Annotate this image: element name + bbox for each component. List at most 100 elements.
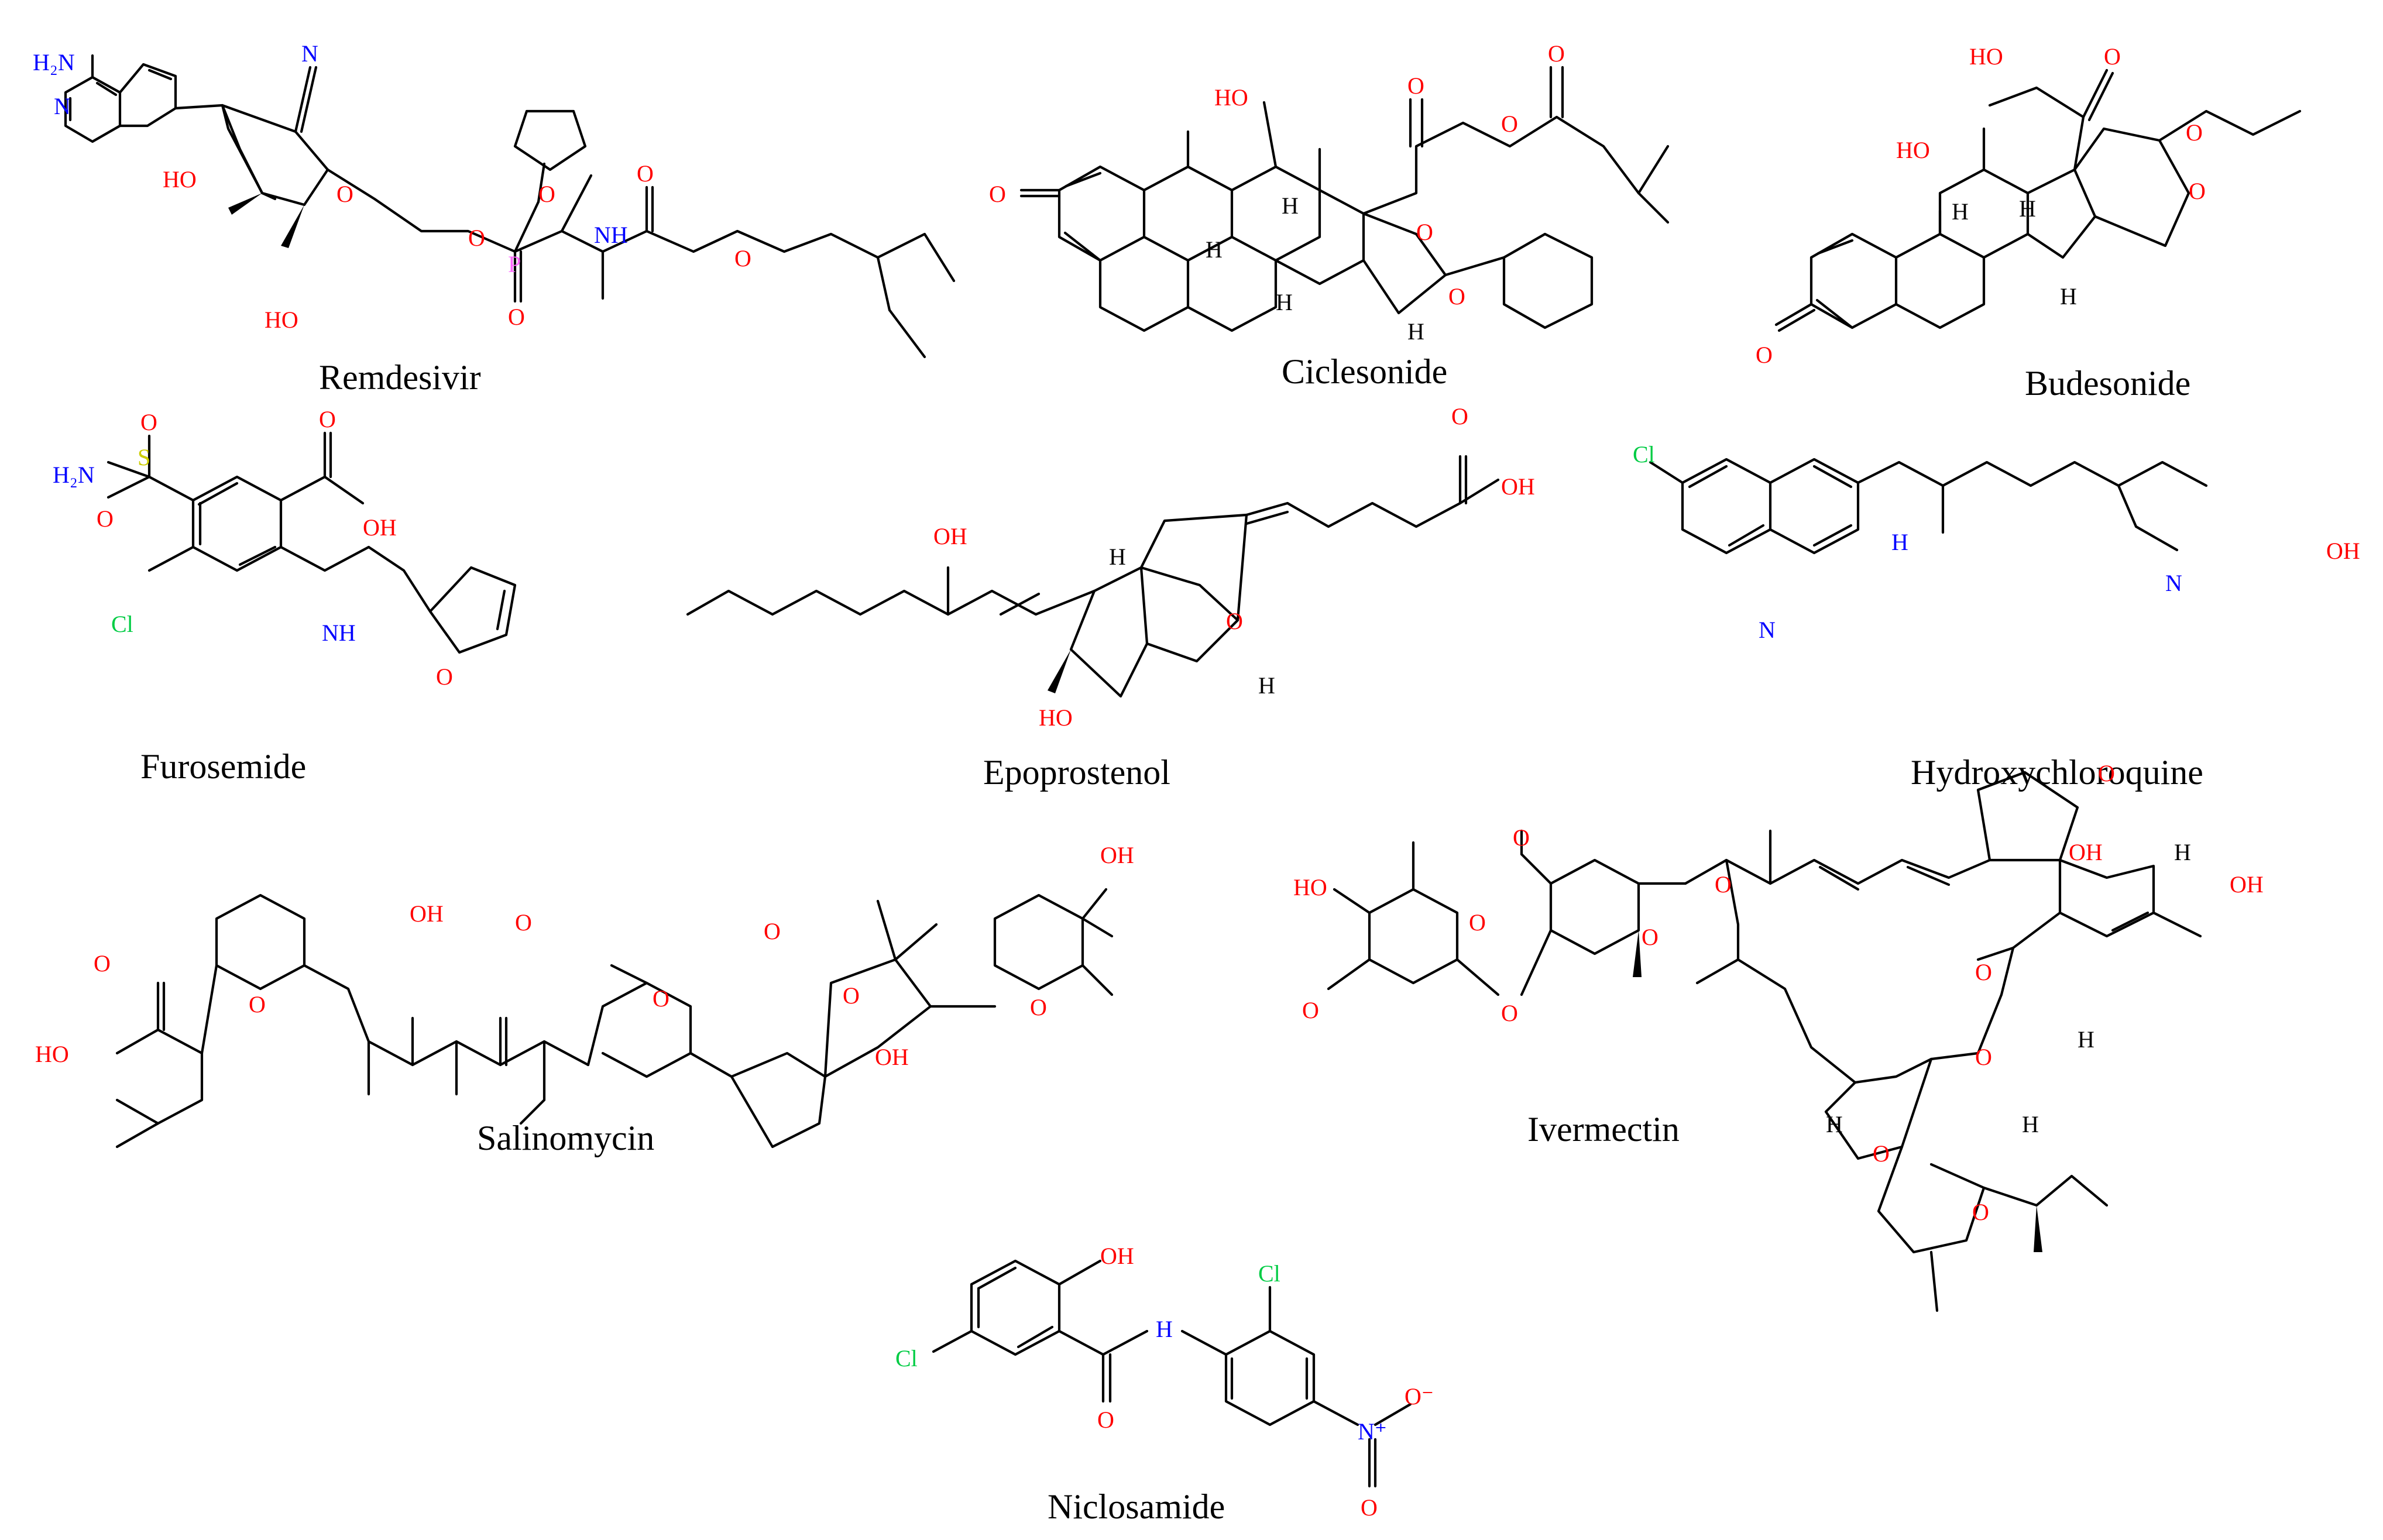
atom-o-17: O [140, 409, 157, 435]
atom-o-41: O [1097, 1407, 1114, 1433]
atom-o-26: O [653, 985, 669, 1012]
atom-h: H [1206, 236, 1223, 263]
atom-o-15: O [2189, 178, 2206, 204]
atom-o-16: O [1756, 342, 1773, 368]
atom-o-34: O [1642, 924, 1659, 950]
atom-o-27: O [764, 918, 781, 944]
label-furosemide: Furosemide [140, 747, 306, 786]
atom-o-35: O [1715, 871, 1732, 898]
atom-o-18: O [97, 506, 114, 532]
label-salinomycin: Salinomycin [477, 1119, 654, 1157]
atom-h-12: H [1826, 1111, 1843, 1137]
atom-n-3: N [2165, 570, 2182, 596]
atom-o-33: O [1513, 824, 1530, 851]
atom-p: P [508, 251, 521, 277]
atom-h-13: H [2022, 1111, 2039, 1137]
atom-oh-2: OH [933, 523, 967, 549]
atom-nh-3: H [1891, 529, 1908, 555]
atom-o-29: O [1030, 994, 1047, 1020]
atom-o-minus: O⁻ [1405, 1383, 1434, 1410]
atom-o-36: O [2098, 760, 2115, 786]
atom-o-31: O [1302, 997, 1319, 1023]
atom-h-9: H [1258, 672, 1275, 699]
molecule-hydroxychloroquine: Cl N H N OH Hydroxychloroquine [1633, 441, 2360, 792]
molecule-ciclesonide: O HO H H H H O O O O O Ciclesonide [989, 40, 1670, 391]
atom-h-10: H [2174, 839, 2191, 865]
atom-cl-3: Cl [895, 1345, 918, 1371]
atom-nh2-2: H₂N [53, 462, 95, 488]
atom-n-nitrile: N [301, 40, 318, 67]
atom-o-39: O [1873, 1140, 1890, 1167]
molecule-salinomycin: O HO O OH O O O O OH O OH Salinomycin [35, 842, 1134, 1157]
atom-o-3: O [508, 304, 525, 330]
atom-ho-6: HO [1039, 704, 1073, 731]
molecule-budesonide: HO O HO O O O H H H Budesonide [1756, 43, 2302, 403]
atom-oh-7: OH [1100, 842, 1134, 868]
molecule-epoprostenol: OH HO O O OH H H Epoprostenol [686, 403, 1535, 792]
label-epoprostenol: Epoprostenol [983, 753, 1170, 792]
atom-oh: OH [363, 514, 397, 541]
atom-o-22: O [1451, 403, 1468, 429]
label-ciclesonide: Ciclesonide [1282, 352, 1447, 391]
atom-o-30: O [1469, 909, 1486, 936]
atom-oh-5: OH [410, 900, 444, 927]
atom-cl-2: Cl [1633, 441, 1655, 468]
atom-oh-10: OH [1100, 1243, 1134, 1269]
atom-o-11: O [1501, 111, 1518, 137]
molecule-niclosamide: OH Cl H O Cl N⁺ O⁻ O Niclosamide [895, 1243, 1434, 1526]
atom-nh-2: NH [322, 620, 356, 646]
atom-ho-5: HO [1896, 137, 1930, 163]
atom-h-8: H [1109, 544, 1126, 570]
label-budesonide: Budesonide [2025, 364, 2190, 403]
atom-o-24: O [249, 991, 266, 1018]
atom-oh-3: OH [1501, 473, 1535, 500]
atom-o-4: O [538, 181, 555, 207]
atom-h-6: H [2019, 195, 2036, 222]
atom-o-7: O [989, 181, 1006, 207]
atom-o-32: O [1501, 1000, 1518, 1026]
atom-o-25: O [515, 909, 532, 936]
atom-cl-4: Cl [1258, 1260, 1280, 1287]
atom-o-6: O [734, 245, 751, 271]
atom-o-28: O [843, 982, 860, 1009]
atom-nh: NH [594, 222, 628, 248]
atom-o-13: O [2104, 43, 2121, 70]
atom-o-21: O [1226, 608, 1243, 634]
atom-s: S [138, 444, 150, 470]
atom-o-8: O [1416, 219, 1433, 245]
atom-o: O [336, 181, 353, 207]
atom-o-2: O [468, 225, 485, 251]
atom-oh-4: OH [2326, 538, 2360, 564]
atom-h-2: H [1282, 192, 1299, 219]
label-ivermectin: Ivermectin [1527, 1110, 1680, 1149]
atom-o-40: O [1972, 1199, 1989, 1225]
atom-o-14: O [2186, 119, 2203, 146]
molecule-furosemide: S H₂N O O O OH Cl NH O Furosemide [53, 406, 517, 786]
atom-nh-4: H [1156, 1316, 1173, 1342]
atom-h-3: H [1276, 289, 1293, 315]
atom-o-42: O [1361, 1494, 1378, 1521]
label-remdesivir: Remdesivir [319, 358, 481, 397]
atom-o-9: O [1448, 283, 1465, 310]
atom-ho-8: HO [1293, 874, 1327, 900]
atom-h-11: H [2078, 1026, 2094, 1053]
atom-n-2: N [1759, 617, 1776, 643]
atom-o-10: O [1407, 73, 1424, 99]
atom-ho: HO [163, 166, 197, 192]
atom-ho-3: HO [1214, 84, 1248, 111]
atom-nh2: H₂N [33, 49, 75, 75]
atom-h-5: H [1952, 198, 1969, 225]
atom-o-23: O [94, 950, 111, 977]
atom-ho-4: HO [1969, 43, 2003, 70]
atom-o-12: O [1548, 40, 1565, 67]
atom-oh-9: OH [2230, 871, 2264, 898]
atom-o-19: O [319, 406, 336, 432]
molecule-ivermectin: HO O O O O O O O OH OH O O O O H H H H I… [1293, 760, 2264, 1312]
atom-o-37: O [1975, 959, 1992, 985]
molecule-remdesivir: H₂N N HO HO O N O P O O NH O O Remdesivi… [33, 40, 956, 397]
atom-ho-2: HO [265, 307, 298, 333]
atom-oh-8: OH [2069, 839, 2103, 865]
atom-cl: Cl [111, 611, 133, 637]
atom-h-7: H [2060, 283, 2077, 310]
